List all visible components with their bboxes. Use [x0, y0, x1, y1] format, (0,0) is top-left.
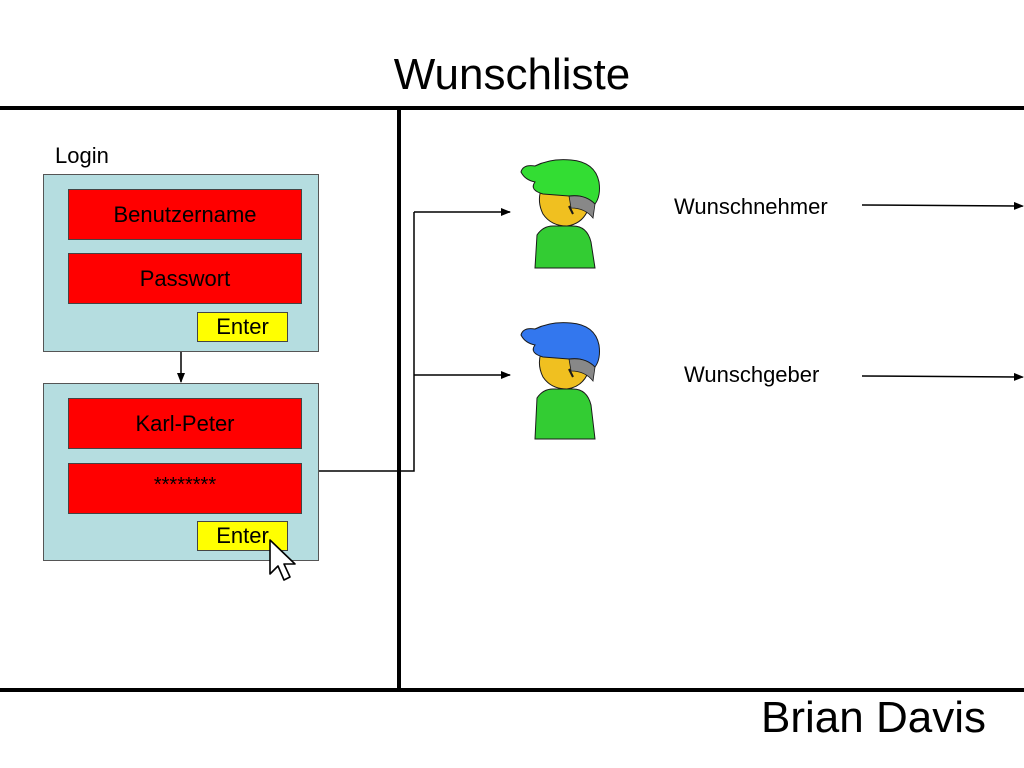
- login-panel-empty: Benutzername Passwort Enter: [43, 174, 319, 352]
- mouse-pointer-icon: [269, 539, 296, 581]
- username-field-filled[interactable]: Karl-Peter: [68, 398, 302, 449]
- username-field[interactable]: Benutzername: [68, 189, 302, 240]
- top-divider: [0, 106, 1024, 110]
- password-field[interactable]: Passwort: [68, 253, 302, 304]
- enter-button-label: Enter: [216, 314, 269, 339]
- wunschgeber-avatar-icon: [520, 322, 600, 440]
- password-placeholder: Passwort: [139, 265, 231, 291]
- password-masked-value: ********: [153, 474, 217, 496]
- vertical-divider: [397, 110, 401, 690]
- enter-button[interactable]: Enter: [197, 312, 288, 342]
- wunschgeber-arrow: [861, 372, 1024, 381]
- wunschnehmer-avatar-icon: [520, 159, 600, 269]
- login-to-roles-connector: [319, 208, 511, 472]
- login-label: Login: [55, 143, 109, 168]
- login-panel-filled: Karl-Peter ******** Enter: [43, 383, 319, 561]
- author-name: Brian Davis: [761, 693, 986, 742]
- enter-button-filled-label: Enter: [216, 523, 269, 548]
- username-value: Karl-Peter: [135, 410, 235, 436]
- bottom-divider: [0, 688, 1024, 692]
- password-field-filled[interactable]: ********: [68, 463, 302, 514]
- role-label-wunschgeber: Wunschgeber: [684, 362, 820, 387]
- username-placeholder: Benutzername: [113, 201, 257, 227]
- wunschnehmer-arrow: [861, 201, 1024, 210]
- page-title: Wunschliste: [393, 50, 631, 99]
- role-label-wunschnehmer: Wunschnehmer: [674, 194, 828, 219]
